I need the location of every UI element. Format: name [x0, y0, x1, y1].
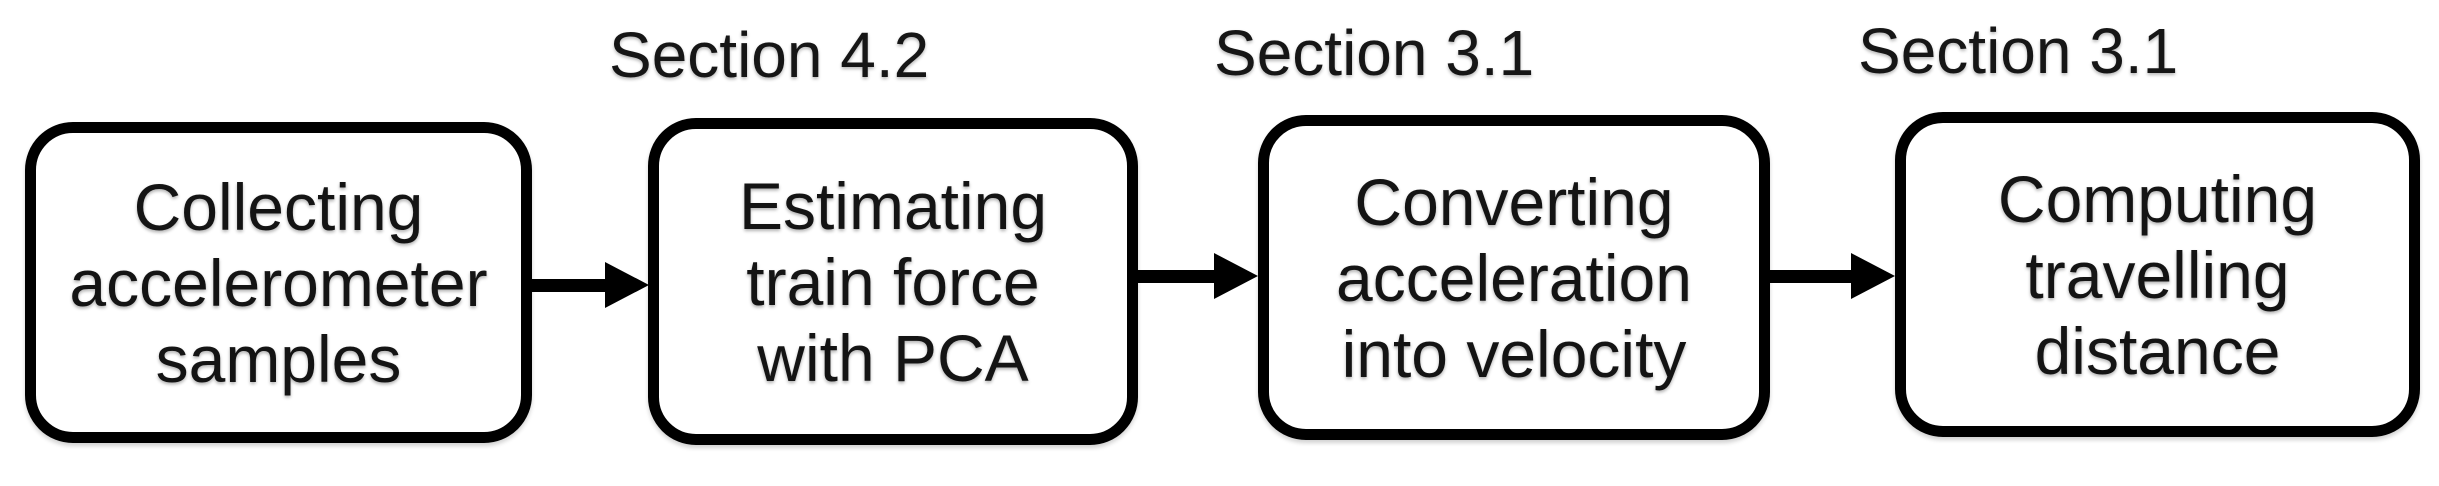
flow-step-label: Computing travelling distance — [1997, 161, 2318, 388]
flow-step-box: Converting acceleration into velocity — [1258, 115, 1770, 440]
arrow-shaft — [1769, 269, 1851, 283]
arrow-shaft — [1136, 269, 1214, 283]
flow-arrow — [1136, 253, 1258, 299]
flow-arrow — [531, 262, 649, 308]
flow-step-box: Collecting accelerometer samples — [25, 122, 532, 443]
arrowhead-right-icon — [1851, 253, 1895, 299]
section-label: Section 3.1 — [1858, 15, 2179, 87]
flow-arrow — [1769, 253, 1895, 299]
flow-step-box: Estimating train force with PCA — [648, 118, 1138, 445]
arrow-shaft — [531, 278, 605, 292]
section-label: Section 3.1 — [1214, 17, 1535, 89]
flow-step-label: Converting acceleration into velocity — [1336, 164, 1692, 391]
arrowhead-right-icon — [1214, 253, 1258, 299]
flow-step-box: Computing travelling distance — [1895, 112, 2420, 437]
arrowhead-right-icon — [605, 262, 649, 308]
flow-step-label: Estimating train force with PCA — [738, 168, 1048, 395]
flow-step-label: Collecting accelerometer samples — [69, 169, 488, 396]
section-label: Section 4.2 — [609, 19, 930, 91]
